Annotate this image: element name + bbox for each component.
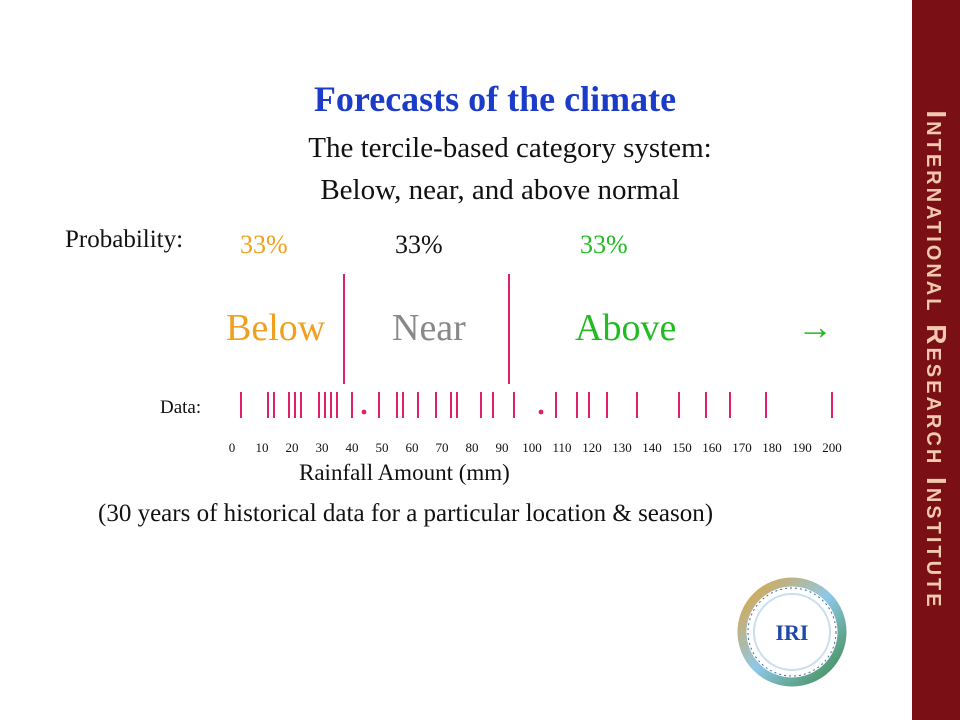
x-tick-label: 80 xyxy=(466,440,479,455)
x-tick-label: 70 xyxy=(436,440,449,455)
sidebar-institute-name: International Research Institute xyxy=(921,110,952,610)
arrow-right-icon: → xyxy=(797,307,833,347)
data-label: Data: xyxy=(160,397,202,418)
x-tick-label: 10 xyxy=(256,440,269,455)
iri-logo: IRI xyxy=(737,577,847,687)
x-tick-label: 180 xyxy=(762,440,782,455)
x-tick-label: 190 xyxy=(792,440,812,455)
x-tick-label: 160 xyxy=(702,440,722,455)
x-tick-label: 150 xyxy=(672,440,692,455)
x-tick-label: 20 xyxy=(286,440,299,455)
x-tick-label: 100 xyxy=(522,440,542,455)
x-tick-label: 140 xyxy=(642,440,662,455)
x-tick-label: 110 xyxy=(552,440,571,455)
x-axis-label: Rainfall Amount (mm) xyxy=(299,460,510,485)
probability-near: 33% xyxy=(395,230,443,259)
page-title: Forecasts of the climate xyxy=(313,79,677,119)
sidebar-banner xyxy=(912,0,960,720)
x-tick-label: 130 xyxy=(612,440,632,455)
probability-above: 33% xyxy=(580,230,628,259)
tercile-boundary-dot xyxy=(538,409,544,415)
category-above: Above xyxy=(575,307,677,349)
x-tick-label: 50 xyxy=(376,440,389,455)
x-tick-label: 60 xyxy=(406,440,419,455)
x-tick-label: 0 xyxy=(229,440,236,455)
tercile-divider-upper xyxy=(508,274,510,384)
x-tick-label: 170 xyxy=(732,440,752,455)
probability-below: 33% xyxy=(240,230,288,259)
probability-label: Probability: xyxy=(65,226,184,253)
caption: (30 years of historical data for a parti… xyxy=(98,500,714,527)
x-tick-label: 30 xyxy=(316,440,329,455)
x-tick-label: 90 xyxy=(496,440,509,455)
category-below: Below xyxy=(226,307,326,349)
tercile-boundary-dot xyxy=(361,409,367,415)
category-near: Near xyxy=(392,307,466,349)
x-tick-label: 40 xyxy=(346,440,359,455)
subtitle-line-2: Below, near, and above normal xyxy=(320,174,680,206)
x-tick-label: 120 xyxy=(582,440,602,455)
x-tick-label: 200 xyxy=(822,440,842,455)
rainfall-data-strip: 0 10 20 30 40 50 60 70 80 90 100 110 120 130 140 150 160… xyxy=(229,392,842,455)
logo-text: IRI xyxy=(775,620,808,645)
subtitle-line-1: The tercile-based category system: xyxy=(308,132,712,164)
tercile-divider-lower xyxy=(343,274,345,384)
